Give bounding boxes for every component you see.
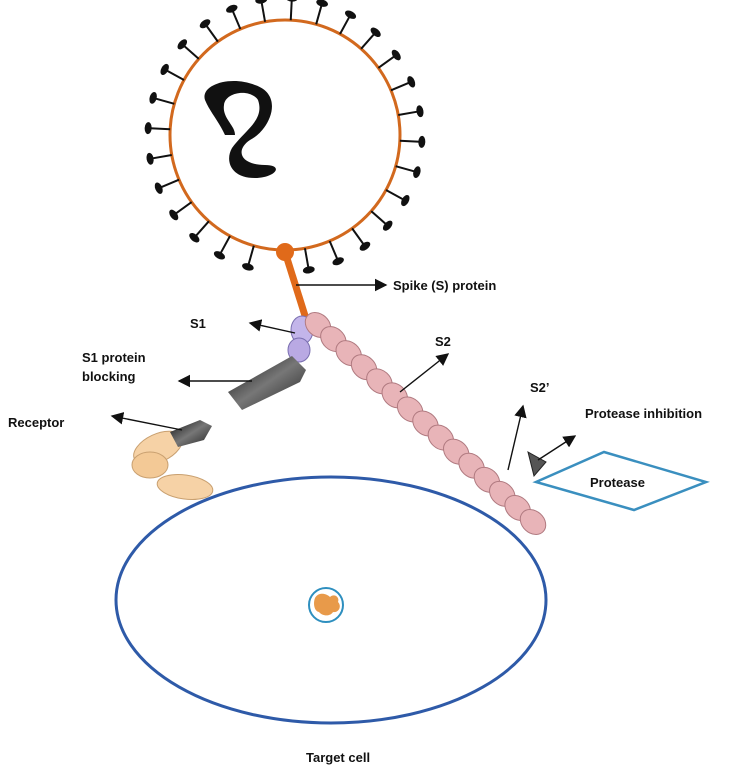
arrow-s2 (399, 353, 450, 393)
virus-particle (144, 0, 426, 274)
spike-head (359, 241, 371, 251)
label-receptor: Receptor (8, 415, 64, 430)
spike-head (391, 49, 401, 61)
spike-stem (150, 127, 171, 131)
spike-stem (377, 55, 396, 69)
spike-stem (174, 201, 193, 215)
spike-head (382, 220, 393, 231)
rna-genome (204, 80, 276, 178)
spike-head (407, 76, 416, 88)
spike-stem (160, 178, 180, 189)
spike-head (416, 105, 424, 118)
spike-head (418, 135, 426, 148)
spike-stem (399, 139, 420, 143)
spike-stem (328, 240, 339, 260)
s2-chain (304, 312, 547, 535)
spike-stem (390, 81, 410, 92)
target-cell-membrane (114, 475, 548, 725)
spike-stem (183, 44, 200, 60)
spike-head (154, 182, 163, 194)
label-spike-protein: Spike (S) protein (393, 278, 496, 293)
spike-stem (165, 69, 185, 81)
protease-inhibitor-icon (527, 451, 547, 478)
spike-head (242, 263, 254, 271)
spike-stem (385, 189, 405, 201)
label-s1-blocking-line1: S1 protein (82, 350, 146, 365)
receptor-inhibitor (170, 420, 212, 447)
spike-head (169, 209, 179, 221)
spike-stem (219, 235, 231, 255)
spike-head (199, 19, 211, 29)
spike-stem (395, 165, 416, 173)
spike-head (332, 257, 344, 266)
spike-stem (339, 15, 351, 35)
arrow-s2-prime (507, 404, 527, 471)
s1-blocking-agent (228, 356, 306, 410)
arrow-protease-inhibition (537, 435, 577, 461)
spike-head (345, 10, 357, 19)
spike-head (160, 63, 169, 75)
label-s2-prime: S2’ (530, 380, 550, 395)
s2-subunit (519, 509, 547, 535)
spike-head (285, 0, 298, 2)
label-target-cell: Target cell (306, 750, 370, 765)
spike-stem (260, 1, 267, 22)
virus-envelope (168, 18, 402, 252)
label-s1-blocking-line2: blocking (82, 369, 136, 384)
label-s1: S1 (190, 316, 206, 331)
spike-stem (398, 110, 419, 117)
spike-head (226, 4, 238, 13)
spike-head (413, 166, 421, 178)
spike-stem (154, 97, 175, 105)
arrow-receptor (110, 412, 183, 431)
spike-head (302, 266, 315, 274)
spike-head (177, 39, 188, 50)
spike-head (149, 92, 157, 104)
spike-stem (370, 210, 387, 226)
spike-stem (205, 24, 219, 43)
spike-stem (289, 0, 293, 21)
spike-stem (351, 227, 365, 246)
spike-head (189, 232, 200, 243)
arrow-s1 (248, 319, 296, 334)
spike-head (255, 0, 268, 4)
label-s2: S2 (435, 334, 451, 349)
receptor (131, 430, 214, 501)
spike-head (401, 195, 410, 207)
protease-shape (532, 450, 710, 512)
spike-head (316, 0, 328, 7)
spike-stalk (281, 250, 311, 324)
label-protease-inhibition: Protease inhibition (585, 406, 702, 421)
spike-head (213, 251, 225, 260)
spike-stem (303, 248, 310, 269)
spike-stem (360, 33, 376, 50)
spike-stem (231, 10, 242, 30)
nucleus-content (314, 593, 340, 616)
spike-head (144, 122, 152, 135)
spike-stem (151, 153, 172, 160)
virus-spikes (144, 0, 426, 274)
spike-head (370, 27, 381, 38)
spike-stem (247, 245, 255, 266)
label-protease: Protease (590, 475, 645, 490)
spike-head (146, 152, 154, 165)
spike-anchor (276, 243, 294, 261)
spike-stem (194, 220, 210, 237)
spike-stem (315, 4, 323, 25)
